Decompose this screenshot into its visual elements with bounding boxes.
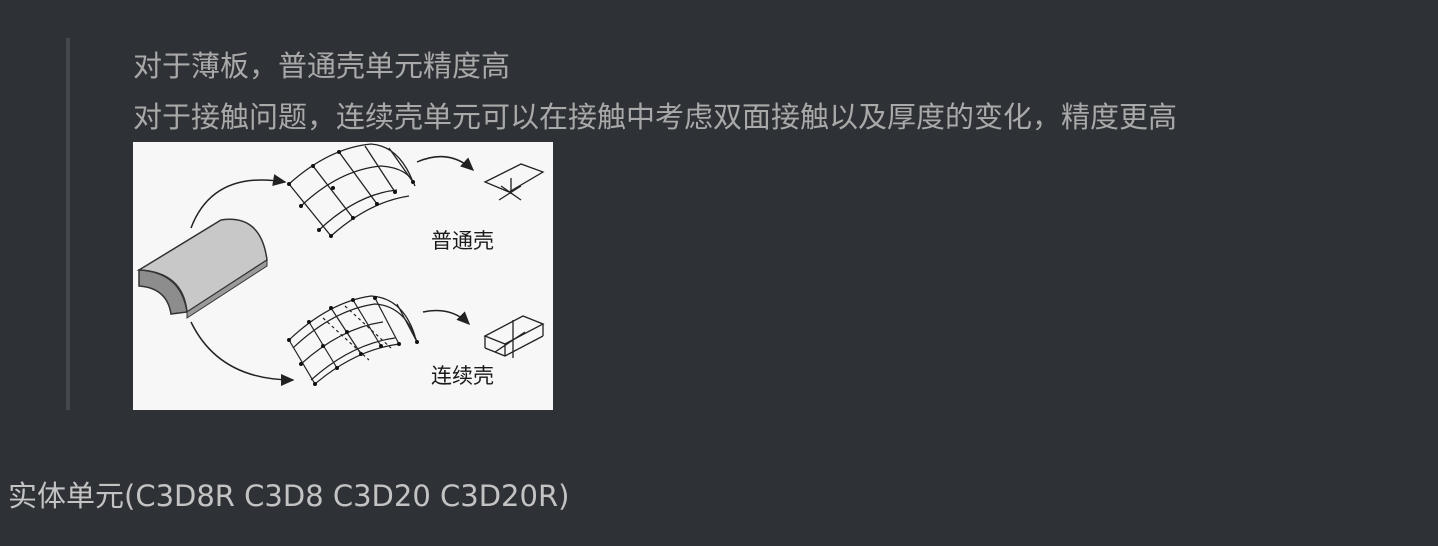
conventional-shell-element [483,163,545,201]
label-continuum-shell: 连续壳 [431,364,494,388]
solid-part-shape [136,218,268,319]
shell-element-diagram: 普通壳 [136,143,545,388]
blockquote-bar [66,38,70,410]
arrow-to-continuum-element [422,309,471,326]
quote-line-contact: 对于接触问题，连续壳单元可以在接触中考虑双面接触以及厚度的变化，精度更高 [133,100,1178,134]
arrow-to-conventional-element [416,155,475,172]
label-conventional-shell: 普通壳 [431,229,494,253]
blockquote: 对于薄板，普通壳单元精度高 对于接触问题，连续壳单元可以在接触中考虑双面接触以及… [66,38,1366,410]
conventional-shell-mesh [287,143,416,238]
shell-element-figure: 普通壳 [133,142,553,410]
continuum-shell-element [483,315,545,358]
arrow-to-continuum [190,321,295,386]
arrow-to-conventional [190,174,287,229]
quote-line-thin-plate: 对于薄板，普通壳单元精度高 [133,49,511,83]
solid-elements-heading: 实体单元(C3D8R C3D8 C3D20 C3D20R) [8,479,570,513]
continuum-shell-mesh [287,295,419,386]
